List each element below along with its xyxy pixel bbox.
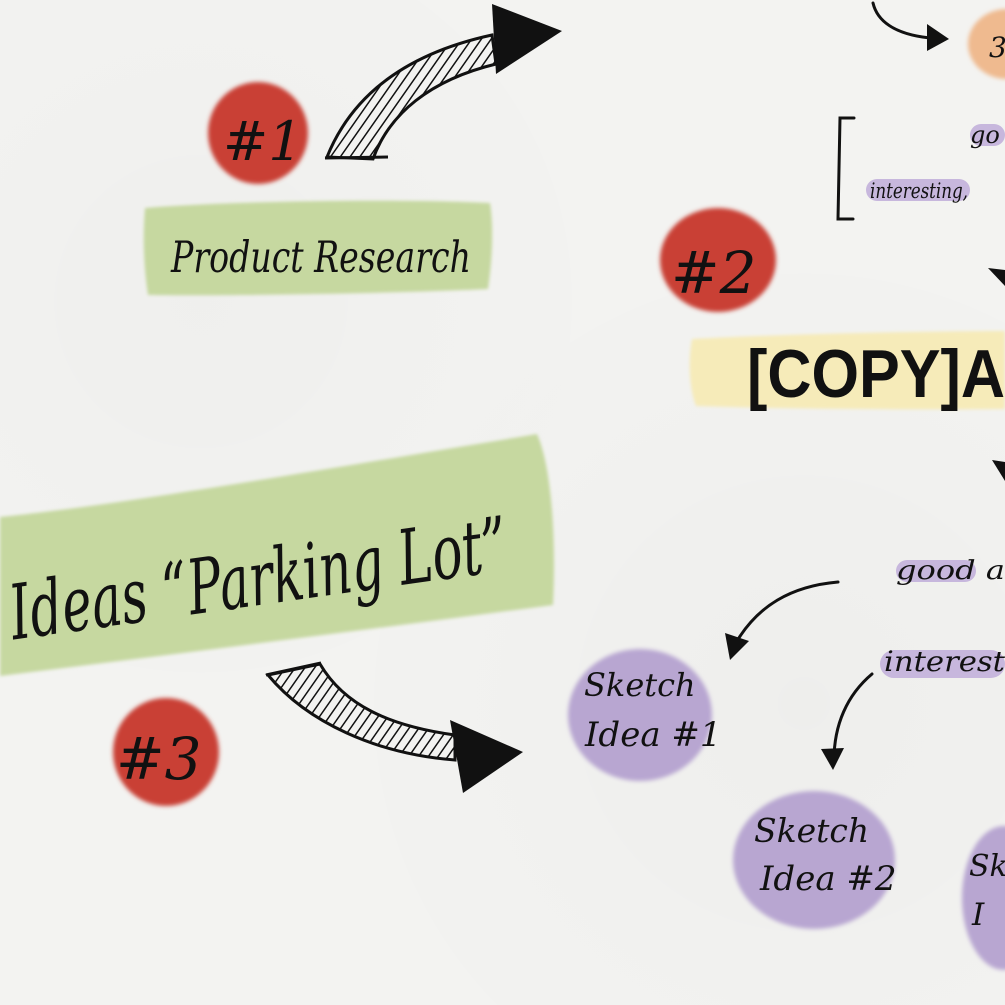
badge-2-circle — [660, 208, 776, 312]
left-bracket-top — [836, 116, 856, 221]
arrow-product-to-next-head — [492, 4, 562, 74]
arrow-parking-to-sketch-base — [265, 661, 322, 677]
highlight-interesting-right — [880, 650, 1005, 678]
sketch-idea-3-line1: Sk — [969, 849, 1005, 884]
arrow-product-to-next — [324, 4, 562, 161]
copy-band-shape — [689, 331, 1005, 410]
thin-arrow-top-right-head — [927, 24, 949, 51]
thin-arrow-top-right — [871, 1, 949, 51]
thin-arrow-good-to-sketch1-head — [725, 633, 749, 660]
sketch-idea-1-line2: Idea #1 — [584, 715, 722, 755]
arrow-parking-to-sketch-body — [265, 662, 457, 762]
arrow-parking-to-sketch — [265, 661, 523, 793]
green-band-product-research — [143, 200, 493, 296]
arrow-product-to-next-body — [324, 33, 498, 161]
badge-1: #1 — [208, 82, 308, 184]
green-band-shape — [143, 200, 493, 296]
sketch-idea-3-line2: I — [971, 897, 985, 933]
yellow-band-copy — [689, 331, 1005, 410]
highlight-interesting-top — [866, 179, 970, 201]
badge-top-right-partial: 3 — [968, 9, 1005, 79]
badge-2-label: #2 — [671, 239, 757, 307]
sketch-idea-2-line2: Idea #2 — [759, 859, 897, 899]
sketch-idea-2-blob — [733, 791, 895, 929]
sketch-idea-2: Sketch Idea #2 — [733, 791, 897, 929]
badge-top-right-label: 3 — [989, 31, 1005, 64]
badge-3-circle — [113, 698, 219, 806]
thin-arrow-top-right-line — [871, 1, 932, 40]
highlight-good-top — [970, 124, 1005, 146]
highlight-good-right — [896, 560, 976, 582]
badge-2: #2 — [660, 208, 776, 312]
badge-3-label: #3 — [116, 725, 202, 793]
arrow-product-to-next-base — [324, 155, 389, 160]
ideas-band-shape — [0, 434, 555, 676]
badge-top-right-circle — [968, 9, 1005, 79]
sketch-idea-1: Sketch Idea #1 — [568, 649, 722, 781]
thin-arrow-interesting-to-sketch2-head — [821, 748, 844, 770]
good-top-label: go — [970, 121, 1000, 149]
interesting-right-label: interest — [884, 645, 1005, 678]
sketch-idea-3-partial: Sk I — [962, 826, 1005, 970]
partial-arrowhead-right-2 — [992, 460, 1005, 481]
copy-banner-label: [COPY]A — [747, 336, 1005, 412]
thin-arrow-interesting-to-sketch2-line — [832, 672, 874, 762]
sketch-idea-2-line1: Sketch — [754, 811, 869, 850]
partial-arrowhead-right-1 — [988, 268, 1005, 286]
sketch-idea-1-line1: Sketch — [584, 666, 696, 704]
badge-3: #3 — [113, 698, 219, 806]
thin-arrow-good-to-sketch1 — [725, 580, 840, 660]
badge-1-circle — [208, 82, 308, 184]
sketch-idea-3-blob — [962, 826, 1005, 970]
product-research-label: Product Research — [170, 233, 471, 283]
interesting-top-label: interesting, — [870, 179, 968, 203]
arrow-parking-to-sketch-head — [450, 720, 523, 793]
thin-arrow-interesting-to-sketch2 — [821, 672, 874, 770]
thin-arrow-good-to-sketch1-line — [732, 580, 840, 648]
green-band-ideas-parking-lot — [0, 434, 555, 676]
badge-1-label: #1 — [223, 110, 303, 173]
good-right-label: good a — [896, 556, 1005, 586]
sketch-idea-1-blob — [568, 649, 712, 781]
